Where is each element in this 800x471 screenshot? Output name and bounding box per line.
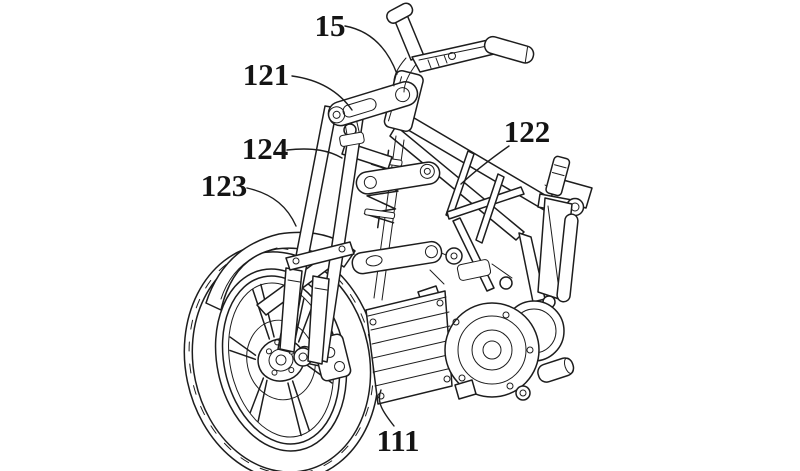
leader-line-111	[378, 389, 395, 427]
handlebar-grip	[483, 35, 535, 64]
handlebar-assembly	[386, 2, 535, 93]
reference-numeral-121: 121	[243, 57, 290, 92]
crankcase-hub	[482, 340, 502, 360]
label-122: 122	[460, 114, 551, 185]
crankcase-ring-2	[471, 329, 513, 371]
bar-bracket-plate	[411, 39, 495, 73]
motor-unit	[365, 290, 575, 405]
fork-slider-left	[279, 267, 303, 353]
reference-numeral-123: 123	[201, 168, 248, 203]
rear-shock	[545, 155, 571, 197]
panel-detail-line	[547, 205, 560, 291]
leader-line-123	[246, 187, 297, 227]
upper-linkage-arm	[355, 161, 441, 195]
slider-ring-left	[287, 279, 301, 283]
label-121: 121	[243, 57, 353, 111]
rear-strut	[556, 213, 579, 303]
motor-finned-case	[365, 290, 453, 405]
case-fins	[370, 311, 453, 387]
linkage-block	[456, 259, 492, 281]
cover-bolts	[452, 311, 534, 390]
label-15: 15	[315, 8, 398, 75]
drain-boss	[515, 385, 531, 401]
crankcase-ring-1	[457, 315, 527, 385]
lower-bracket	[454, 379, 477, 400]
lower-linkage-arm	[351, 240, 443, 275]
front-fork	[277, 105, 365, 365]
bracket-bolt	[448, 52, 456, 60]
reference-numeral-15: 15	[315, 8, 346, 43]
hose-line-2	[491, 263, 513, 279]
bar-connector-b	[403, 62, 418, 93]
fender-detail-line	[220, 247, 278, 300]
linkage-joint-1-bore	[450, 252, 458, 260]
axle-nut-center	[298, 352, 308, 362]
brace-bolt-2	[338, 245, 346, 253]
leader-line-122	[460, 145, 510, 185]
leader-line-15	[344, 25, 398, 75]
mid-machinery	[417, 245, 513, 307]
case-top-ridge	[367, 296, 447, 317]
bracket-hatch-marks	[427, 54, 448, 69]
reference-labels: 15 121 124 123 122 111	[201, 8, 551, 458]
riser-top-knob	[386, 2, 414, 24]
reference-numeral-111: 111	[376, 423, 419, 458]
upper-steering-arm	[327, 81, 419, 127]
output-cylinder	[537, 357, 575, 383]
lower-crown-brace	[285, 241, 355, 271]
slider-ring-right	[314, 287, 328, 291]
brace-bolt-1	[292, 257, 300, 265]
crankcase-cover	[444, 302, 540, 398]
leader-line-121	[291, 75, 353, 111]
leader-line-124	[286, 148, 343, 159]
fork-slider-right	[307, 275, 330, 365]
label-111: 111	[376, 389, 420, 458]
drain-boss-bore	[519, 389, 527, 397]
linkage-joint-1	[445, 247, 463, 265]
reference-numeral-122: 122	[504, 114, 551, 149]
frame-brace-3	[475, 173, 505, 244]
stem-clamp	[339, 131, 365, 147]
linkage-joint-2	[499, 276, 513, 290]
rear-assembly	[537, 155, 579, 309]
label-124: 124	[242, 131, 343, 166]
axle-center	[275, 354, 287, 366]
reference-numeral-124: 124	[242, 131, 289, 166]
label-123: 123	[201, 168, 297, 227]
hose-line-3	[429, 269, 445, 285]
